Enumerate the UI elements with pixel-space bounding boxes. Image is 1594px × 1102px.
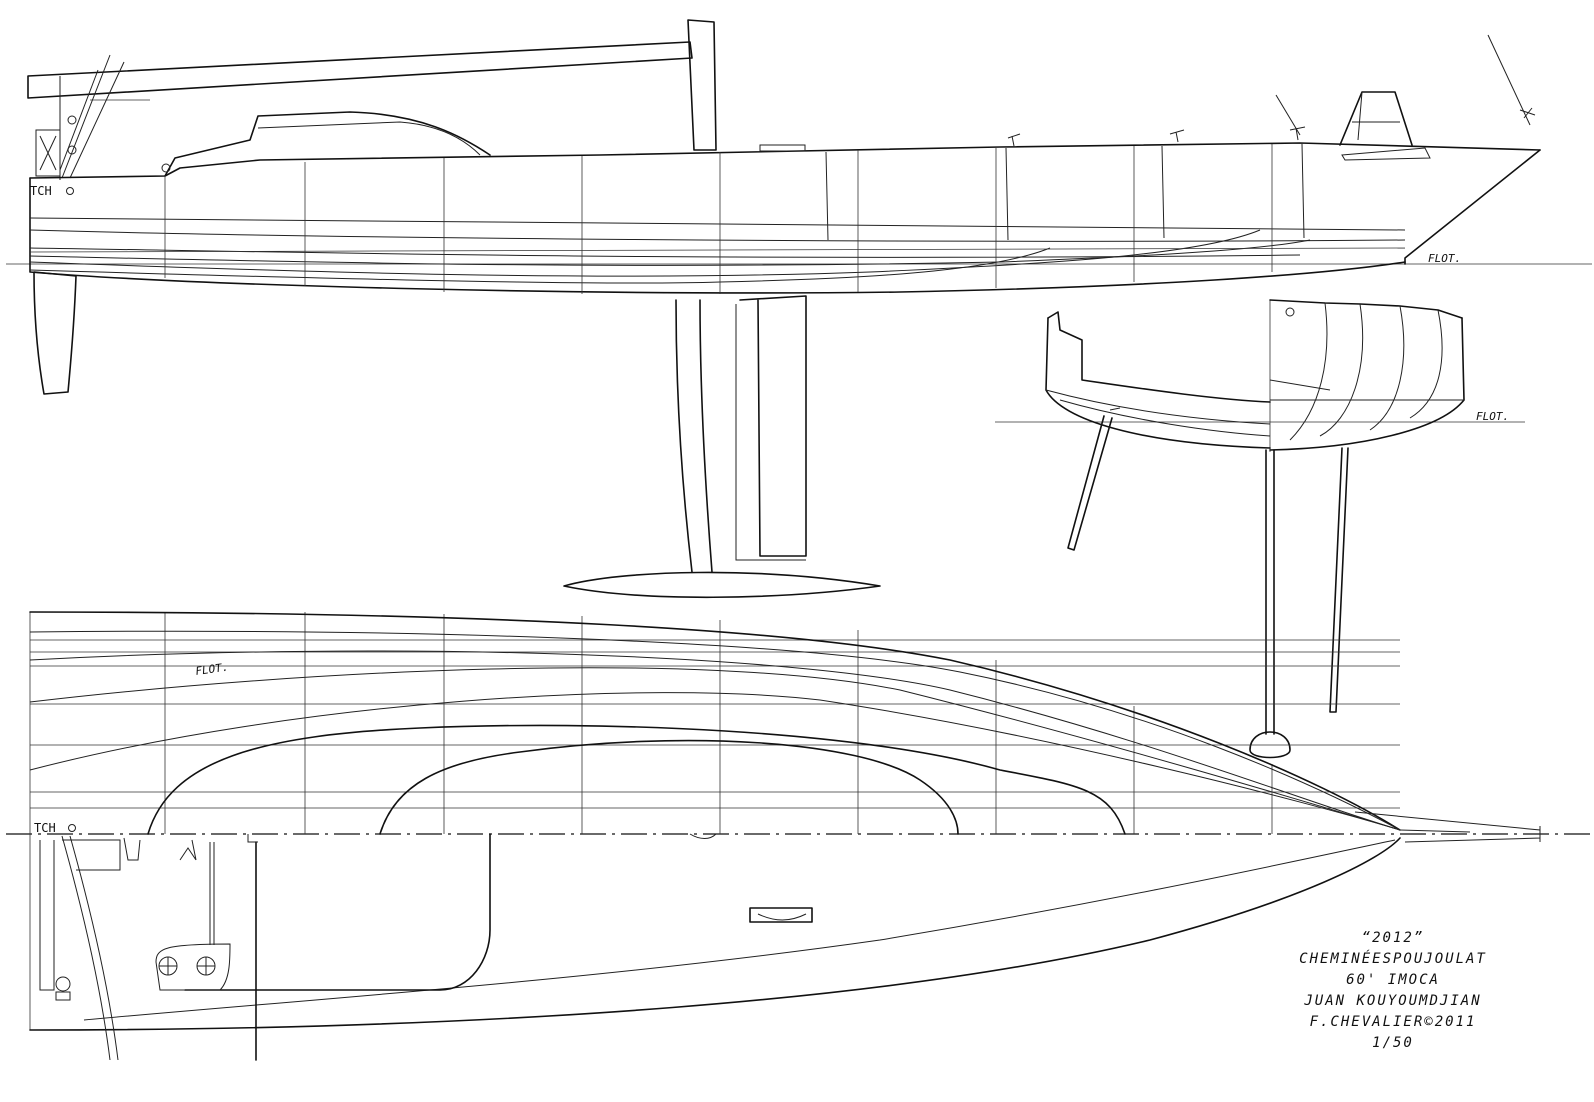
plan-bowsprit — [1354, 811, 1541, 843]
title-block: “2012” CHEMINÉESPOUJOULAT 60' IMOCA JUAN… — [1258, 928, 1528, 1054]
profile-waterline-label: FLOT. — [1428, 252, 1461, 265]
section-keel — [1265, 449, 1275, 735]
mast — [687, 19, 717, 151]
coachroof — [164, 111, 491, 177]
keel-bulb — [563, 571, 881, 599]
keel-fin — [675, 299, 713, 573]
plan-waterline-label: FLOT. — [195, 660, 230, 677]
section-bulb — [1249, 731, 1291, 759]
plan-hatch — [749, 907, 813, 923]
plan-hull-outline — [29, 837, 1401, 1031]
title-year: “2012” — [1361, 930, 1425, 946]
title-draughtsman: F.CHEVALIER©2011 — [1309, 1014, 1477, 1030]
plan-view — [6, 611, 1592, 1061]
daggerboard — [739, 295, 807, 557]
hull-bottom — [29, 177, 1406, 294]
rudder — [33, 271, 77, 395]
plan-deck-outline — [29, 611, 1401, 831]
title-class: 60' IMOCA — [1346, 972, 1440, 988]
title-designer: JUAN KOUYOUMDJIAN — [1304, 993, 1482, 1009]
plan-stations — [29, 612, 1273, 1030]
section-daggerboard — [1067, 415, 1113, 551]
title-boat-name: CHEMINÉESPOUJOULAT — [1299, 951, 1487, 967]
profile-station-mark: TCH — [30, 184, 52, 198]
section-waterline-label: FLOT. — [1476, 410, 1509, 423]
profile-view — [6, 19, 1592, 599]
title-scale: 1/50 — [1372, 1035, 1414, 1051]
bow-pulpit — [1339, 91, 1413, 146]
plan-cockpit — [147, 724, 1126, 835]
profile-stations — [164, 143, 1305, 294]
deck-line — [29, 142, 1541, 179]
stem — [1404, 149, 1541, 265]
boom — [27, 41, 693, 99]
section-view — [995, 299, 1525, 759]
stern-rigging — [35, 54, 125, 180]
plan-station-mark: TCH — [34, 821, 56, 835]
plan-coachroof — [379, 739, 959, 835]
